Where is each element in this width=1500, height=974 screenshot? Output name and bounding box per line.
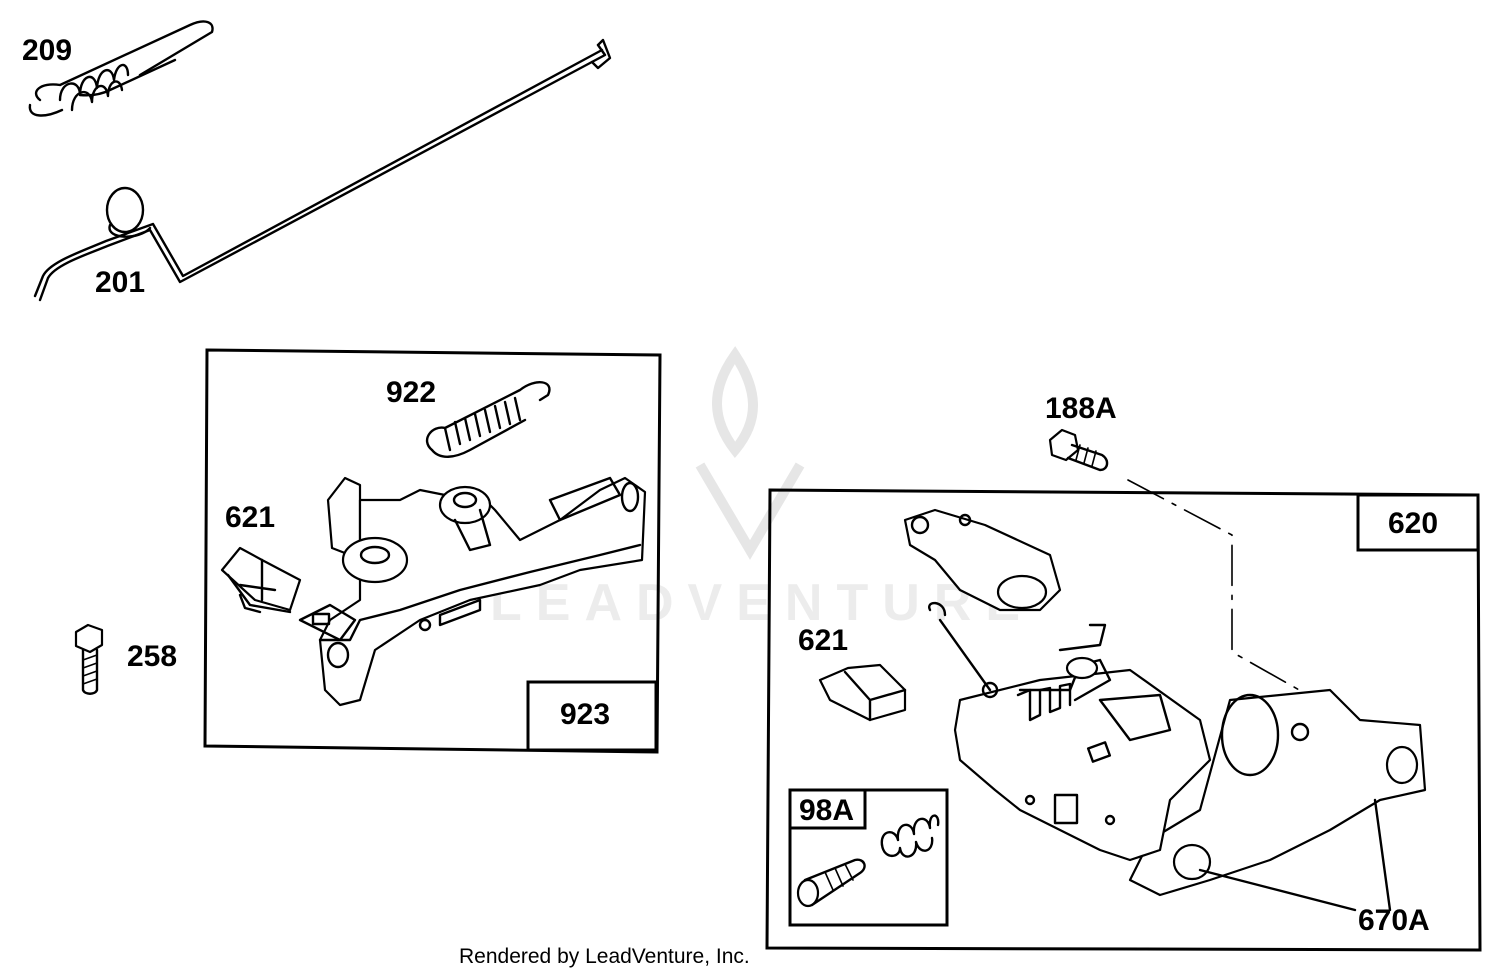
watermark-logo (695, 346, 805, 560)
watermark-text: LEADVENTURE (490, 574, 1034, 632)
footer-credit: Rendered by LeadVenture, Inc. (459, 945, 750, 968)
label-98A: 98A (799, 794, 854, 827)
label-621-left: 621 (225, 501, 275, 534)
kit-box-923 (203, 348, 662, 754)
kit-box-98A (788, 788, 949, 927)
kit-label-box-98A (788, 788, 867, 830)
governor-rod-201[interactable] (33, 38, 612, 302)
adjusting-screw-spring-98A[interactable] (796, 814, 940, 908)
label-209: 209 (22, 34, 72, 67)
label-188A: 188A (1045, 392, 1117, 425)
spring-link-209[interactable] (28, 20, 214, 117)
label-670A: 670A (1358, 904, 1430, 937)
kit-box-620 (765, 488, 1482, 952)
clip-621-left[interactable] (220, 546, 302, 614)
spring-922[interactable] (425, 381, 551, 458)
kit-label-box-923 (526, 680, 658, 752)
governor-plate-923[interactable] (298, 476, 647, 707)
label-621-right: 621 (798, 624, 848, 657)
bolt-258[interactable] (74, 623, 104, 695)
label-922: 922 (386, 376, 436, 409)
control-bracket-620[interactable] (903, 508, 1427, 912)
label-258: 258 (127, 640, 177, 673)
label-620: 620 (1388, 507, 1438, 540)
clip-621-right[interactable] (818, 663, 907, 722)
label-201: 201 (95, 266, 145, 299)
screw-188A[interactable] (1048, 428, 1109, 472)
kit-label-box-620 (1356, 493, 1480, 552)
label-923: 923 (560, 698, 610, 731)
